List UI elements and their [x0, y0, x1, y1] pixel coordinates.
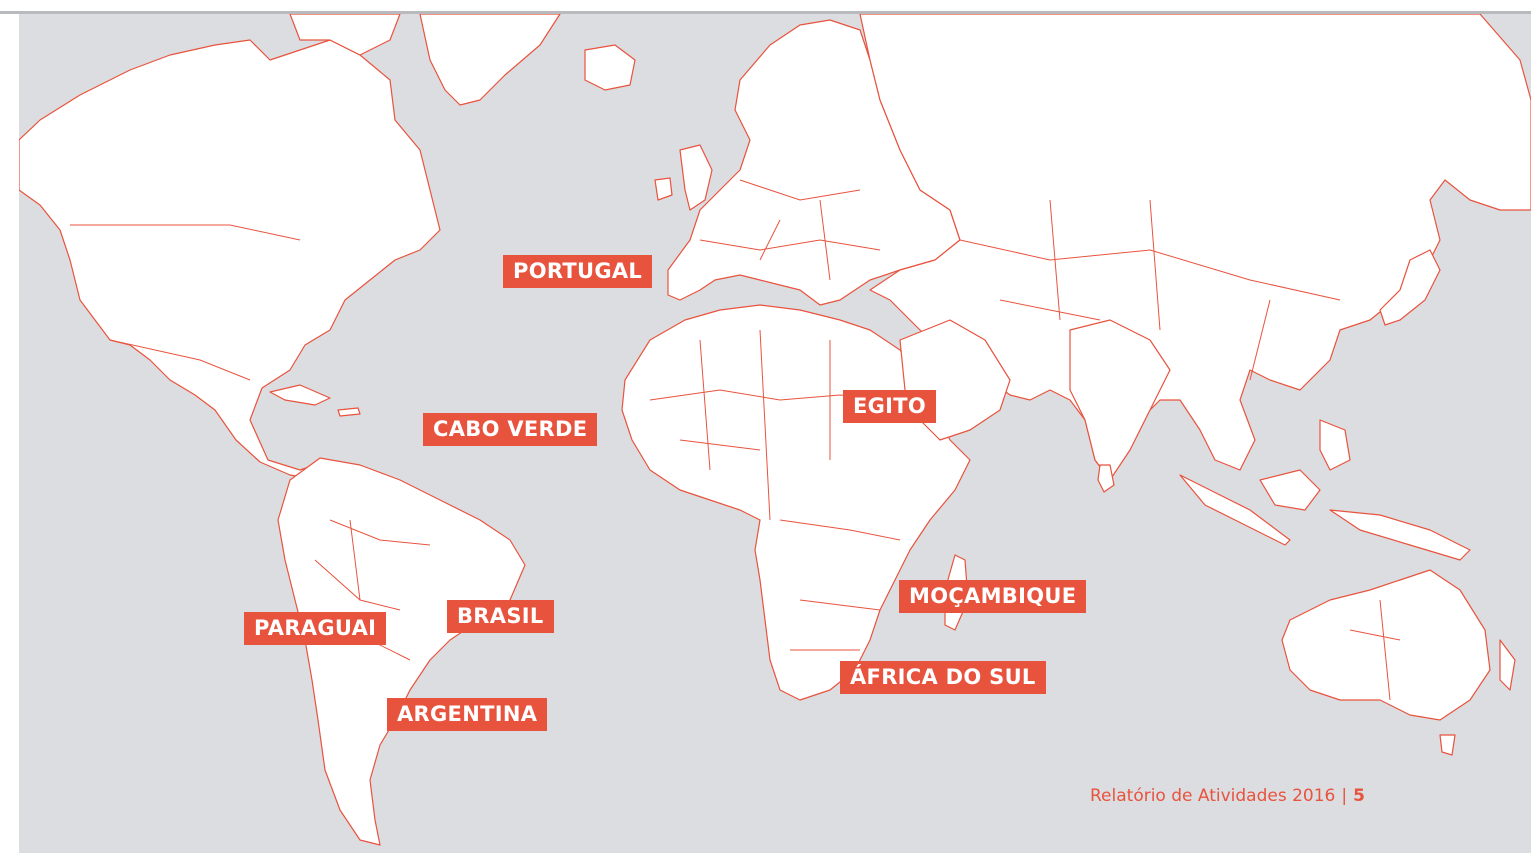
tasmania-island — [1439, 734, 1456, 756]
world-map — [19, 13, 1531, 846]
southeast-asia-islands — [1179, 419, 1471, 561]
label-cabo-verde: CABO VERDE — [423, 413, 598, 446]
report-title: Relatório de Atividades 2016 — [1090, 786, 1336, 806]
world-map-panel — [19, 0, 1531, 853]
country-borders — [70, 179, 1401, 701]
caribbean-islands — [269, 384, 361, 417]
greenland-landmass — [419, 13, 561, 106]
label-egito: EGITO — [843, 390, 937, 423]
label-africa-do-sul: ÁFRICA DO SUL — [840, 661, 1046, 694]
iceland-landmass — [584, 44, 636, 91]
label-mocambique: MOÇAMBIQUE — [899, 580, 1087, 613]
label-paraguai: PARAGUAI — [244, 612, 387, 645]
label-brasil: BRASIL — [447, 600, 554, 633]
page-footer: Relatório de Atividades 2016|5 — [1090, 786, 1365, 806]
japan-islands — [1379, 249, 1441, 326]
label-portugal: PORTUGAL — [503, 255, 653, 288]
top-divider — [0, 0, 1531, 14]
australia-landmass — [1281, 569, 1491, 721]
page-number: 5 — [1353, 786, 1365, 806]
arctic-islands — [289, 13, 401, 56]
label-argentina: ARGENTINA — [387, 698, 548, 731]
india-landmass — [1069, 319, 1171, 481]
south-america-landmass — [277, 457, 526, 846]
british-isles — [654, 144, 713, 211]
new-zealand-islands — [1499, 639, 1516, 691]
north-america-landmass — [19, 39, 441, 481]
sri-lanka-island — [1097, 464, 1115, 493]
footer-separator: | — [1341, 786, 1348, 806]
